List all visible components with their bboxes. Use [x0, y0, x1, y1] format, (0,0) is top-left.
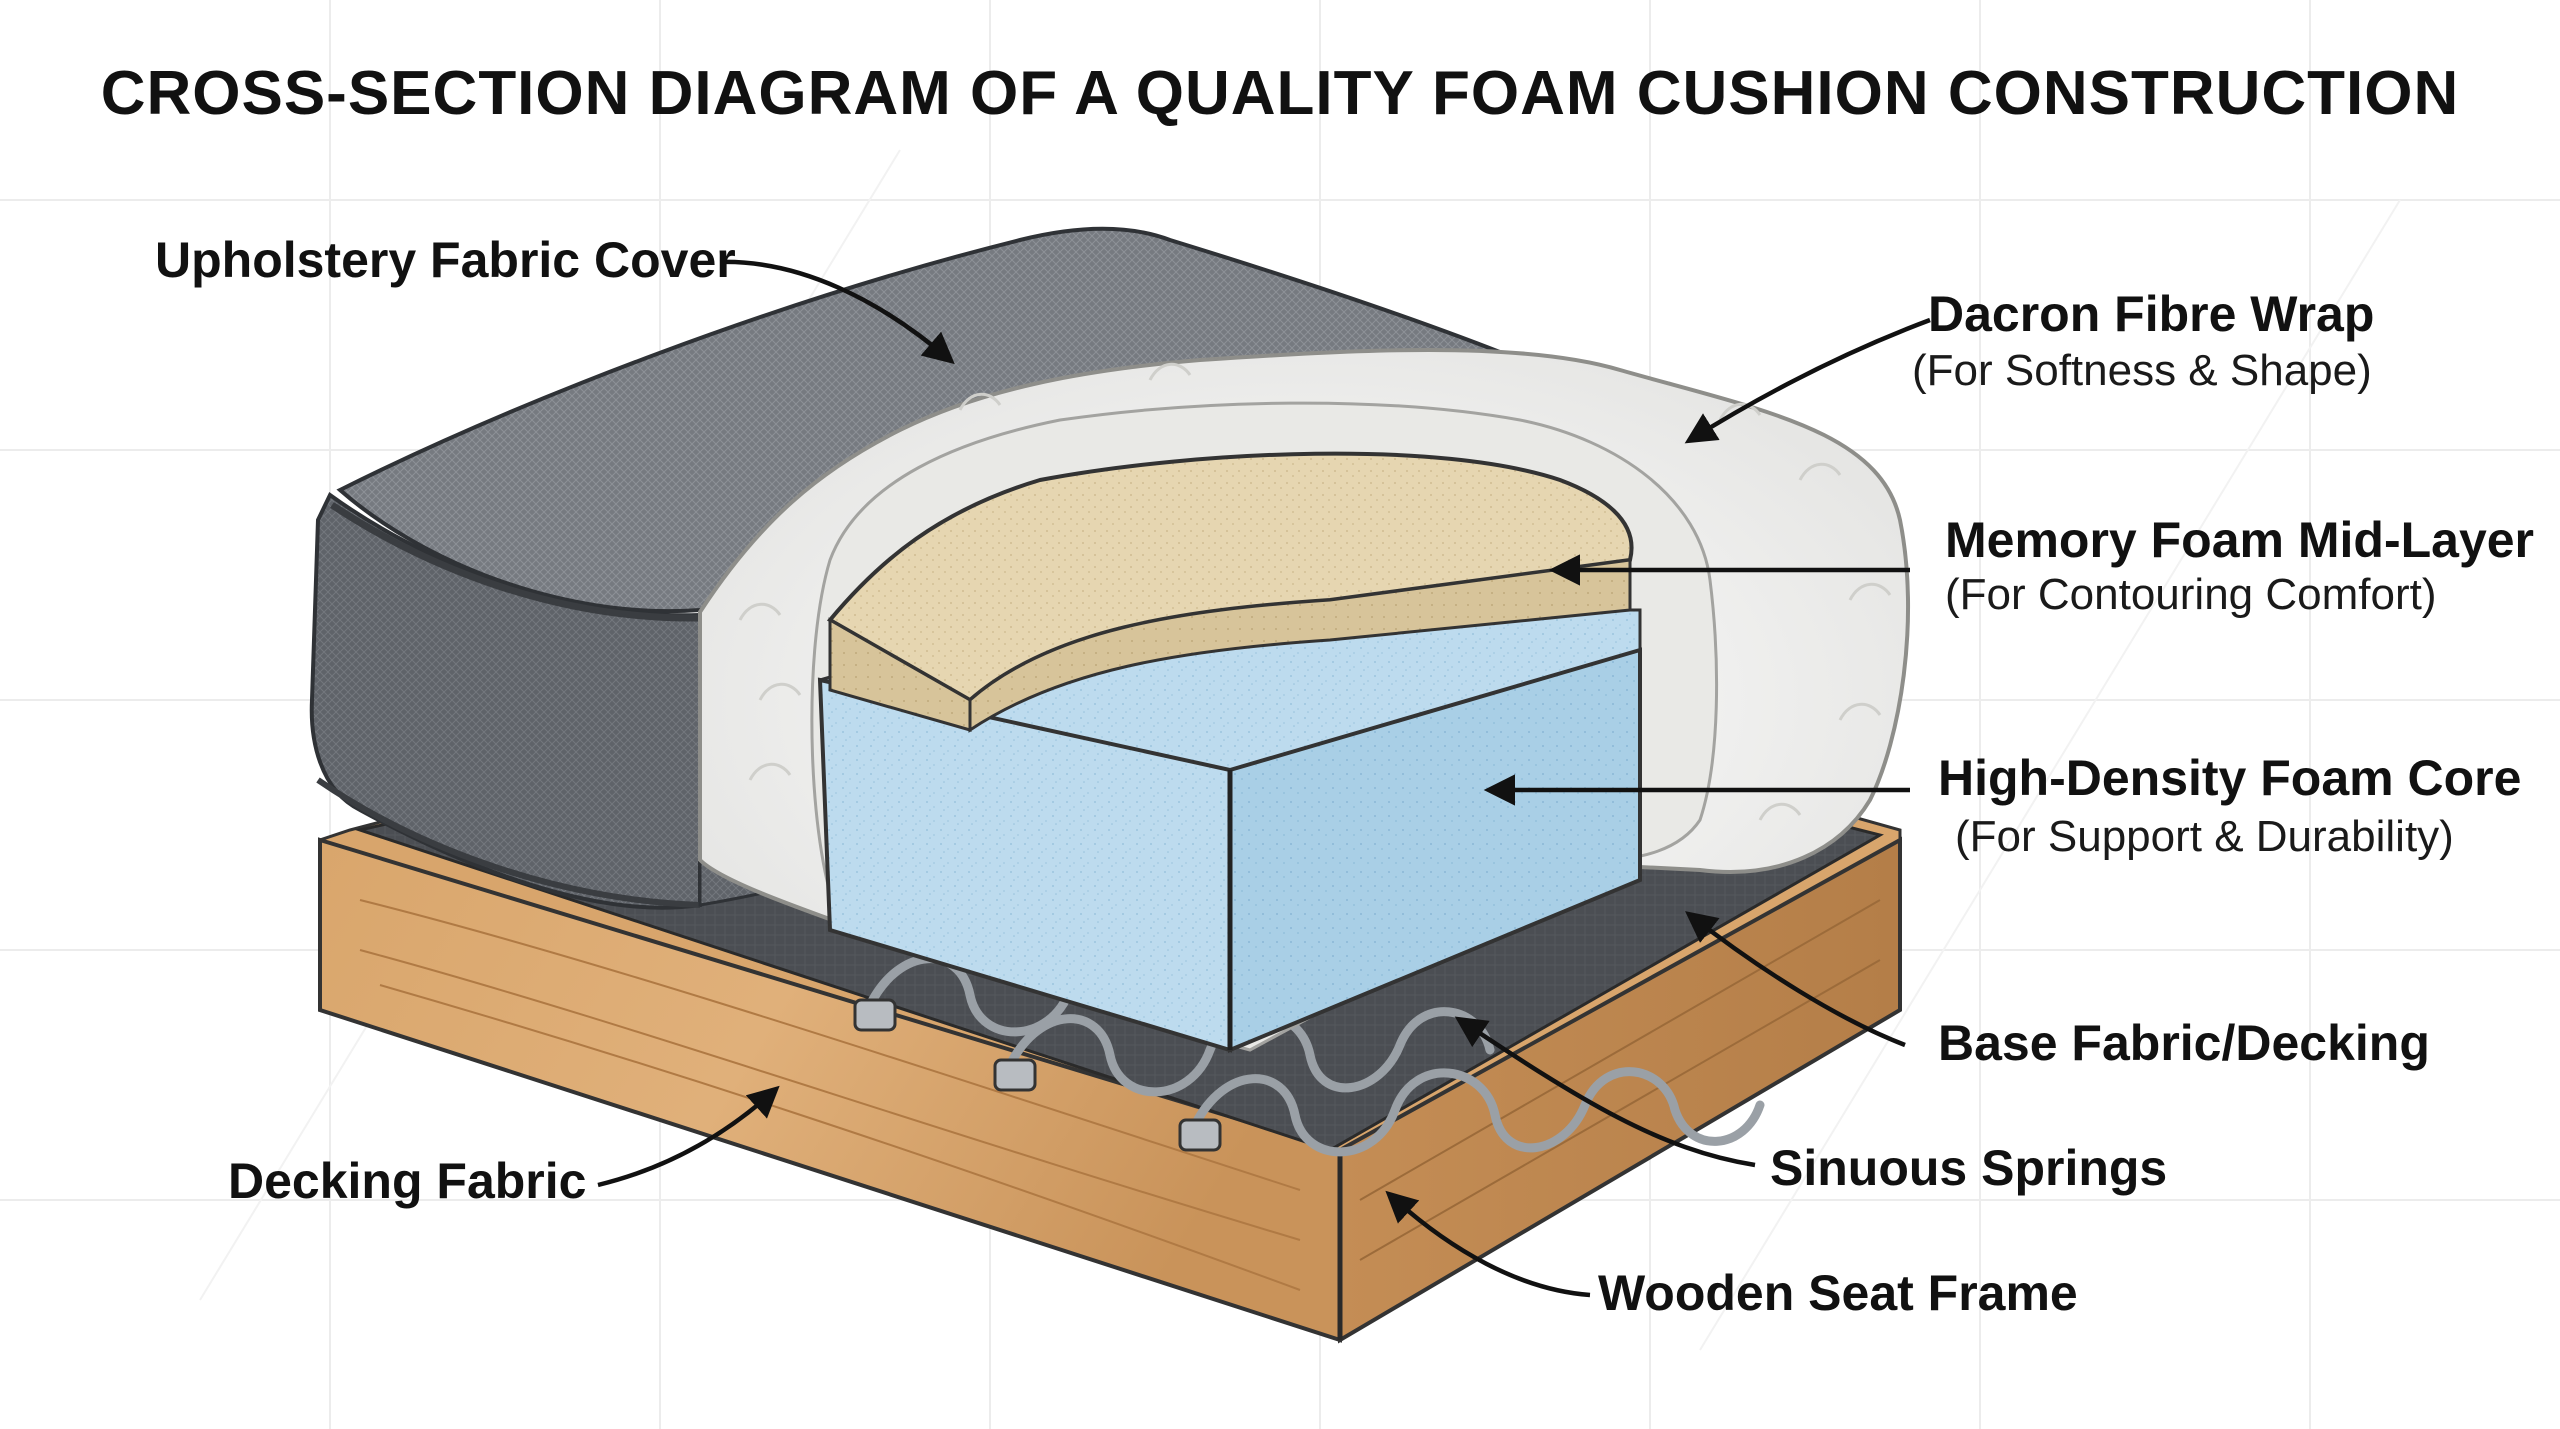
note-high-density-foam-core: (For Support & Durability) [1955, 812, 2454, 861]
label-high-density-foam-core: High-Density Foam Core [1938, 750, 2522, 806]
label-memory-foam-mid-layer: Memory Foam Mid-Layer [1945, 512, 2535, 568]
spring-clips [853, 998, 1222, 1152]
leader-arrows [597, 259, 1931, 1298]
label-base-fabric-decking: Base Fabric/Decking [1938, 1015, 2430, 1071]
label-dacron-fibre-wrap: Dacron Fibre Wrap [1928, 286, 2375, 342]
note-dacron-fibre-wrap: (For Softness & Shape) [1912, 346, 2372, 395]
arrow-upholstery [719, 259, 955, 365]
arrow-springs [1454, 1016, 1756, 1168]
note-memory-foam-mid-layer: (For Contouring Comfort) [1945, 570, 2437, 619]
label-decking-fabric: Decking Fabric [228, 1153, 587, 1209]
arrow-dacron [1684, 317, 1931, 444]
arrow-frame [1385, 1190, 1591, 1298]
arrow-decking [597, 1085, 780, 1188]
page-title: CROSS-SECTION DIAGRAM OF A QUALITY FOAM … [100, 59, 2460, 128]
label-wooden-seat-frame: Wooden Seat Frame [1598, 1265, 2078, 1321]
high-density-foam-core [817, 608, 1642, 1053]
memory-foam-mid-layer [826, 451, 1634, 733]
arrow-base [1685, 911, 1906, 1048]
label-sinuous-springs: Sinuous Springs [1770, 1140, 2168, 1196]
label-upholstery-fabric-cover: Upholstery Fabric Cover [155, 232, 736, 288]
